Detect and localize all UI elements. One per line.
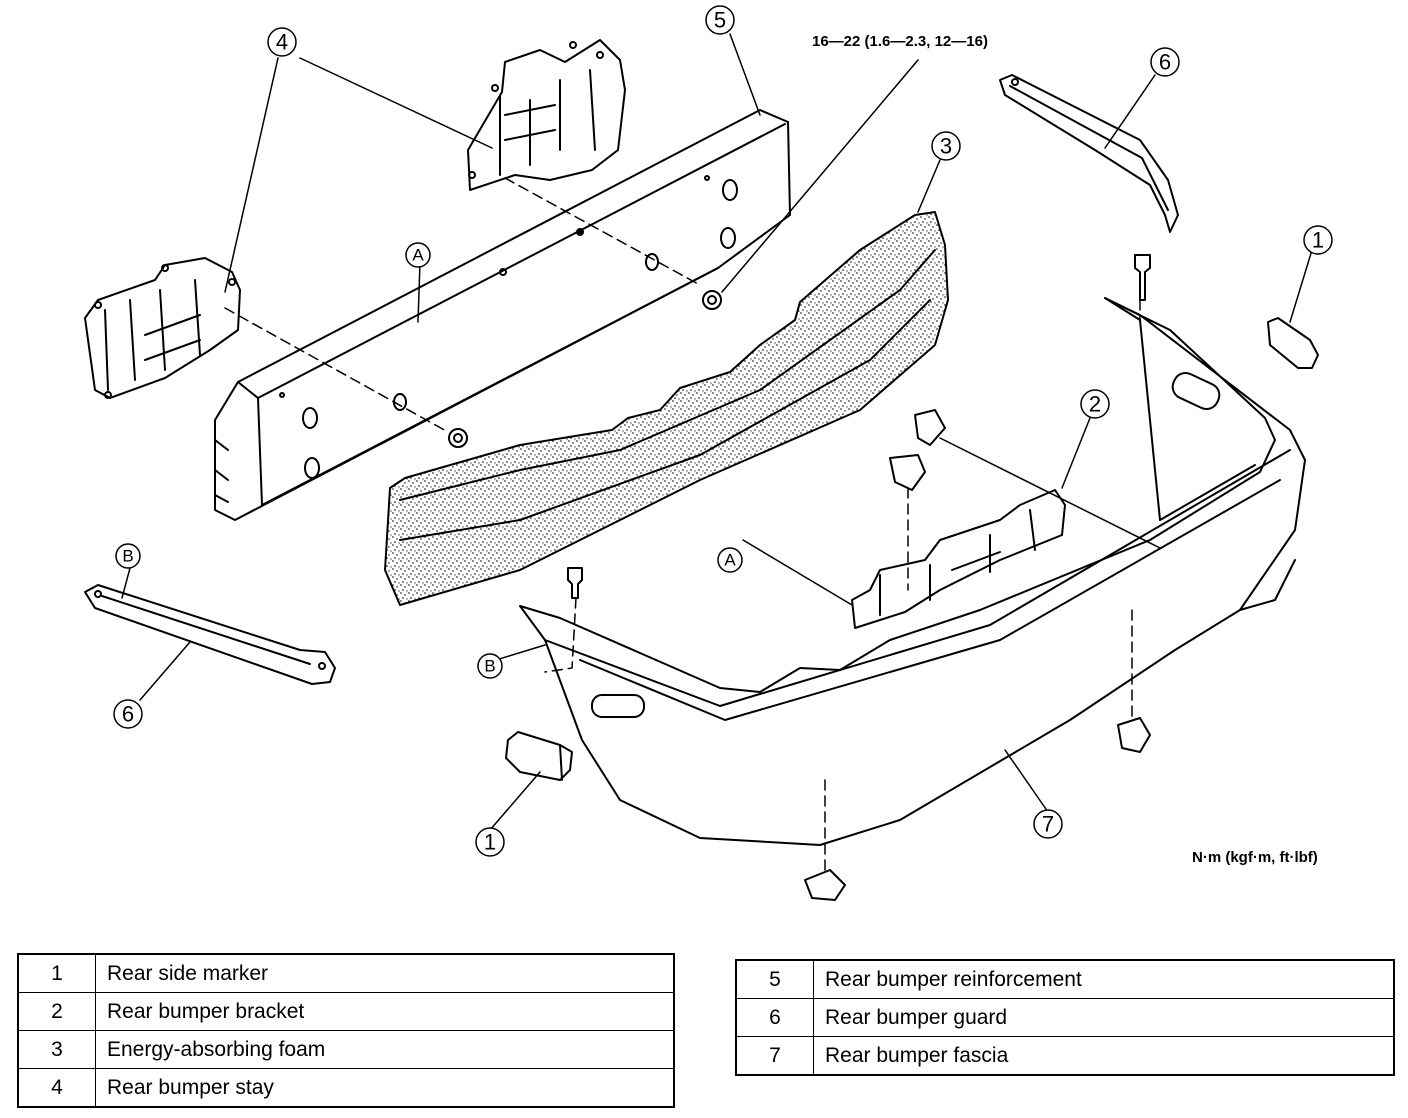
rear-bumper-reinforcement [214,109,791,521]
callout-fascia: 7 [1042,812,1054,837]
legend-number: 1 [17,953,96,993]
legend-row: 4 Rear bumper stay [17,1068,675,1108]
legend-row: 5 Rear bumper reinforcement [735,959,1395,999]
legend-row: 6 Rear bumper guard [735,998,1395,1037]
legend-label: Rear bumper reinforcement [813,959,1395,999]
legend-row: 1 Rear side marker [17,953,675,993]
callout-ref-a-bottom: A [724,551,736,570]
legend-number: 6 [735,998,814,1037]
legend-label: Rear bumper stay [95,1068,675,1108]
callout-ref-b-top: B [122,547,133,566]
unit-note-label: N·m (kgf·m, ft·lbf) [1192,849,1318,866]
legend-row: 2 Rear bumper bracket [17,992,675,1031]
legend-table-right: 5 Rear bumper reinforcement 6 Rear bumpe… [735,959,1395,1076]
rear-bumper-bracket [851,489,1066,629]
legend-row: 7 Rear bumper fascia [735,1036,1395,1076]
callout-guard-right: 6 [1159,50,1171,75]
legend-label: Rear bumper guard [813,998,1395,1037]
legend-number: 2 [17,992,96,1031]
legend-number: 5 [735,959,814,999]
legend-row: 3 Energy-absorbing foam [17,1030,675,1069]
rear-bumper-guard-right [999,74,1179,233]
callout-ref-a-top: A [412,246,424,265]
rear-bumper-stay-upper [467,39,626,191]
leader-lines [121,33,1313,831]
legend-label: Rear bumper fascia [813,1036,1395,1076]
legend-number: 7 [735,1036,814,1076]
callout-guard-left: 6 [122,702,134,727]
callout-ref-b-bottom: B [484,657,495,676]
callout-foam: 3 [940,134,952,159]
legend-label: Energy-absorbing foam [95,1030,675,1069]
callout-marker-right: 1 [1312,228,1324,253]
legend-number: 4 [17,1068,96,1108]
callout-stay: 4 [276,30,288,55]
rear-side-marker-left [505,731,573,781]
assembly-lines [224,177,1141,871]
rear-bumper-guard-left [84,584,336,685]
rear-bumper-stay-lower [84,257,241,399]
legend-label: Rear side marker [95,953,675,993]
callout-reinforcement: 5 [714,8,726,33]
callout-circles [113,5,1333,857]
fasteners [448,254,1151,901]
torque-spec-label: 16—22 (1.6—2.3, 12—16) [812,33,988,50]
legend-table-left: 1 Rear side marker 2 Rear bumper bracket… [17,953,675,1108]
callout-marker-left: 1 [484,830,496,855]
rear-side-marker-right [1267,317,1319,369]
legend-label: Rear bumper bracket [95,992,675,1031]
energy-absorbing-foam [384,211,949,606]
exploded-parts-diagram: 4 5 3 6 1 2 7 1 6 A A B B 16—22 (1.6—2.3… [84,5,1333,901]
legend-number: 3 [17,1030,96,1069]
callout-bracket: 2 [1089,392,1101,417]
